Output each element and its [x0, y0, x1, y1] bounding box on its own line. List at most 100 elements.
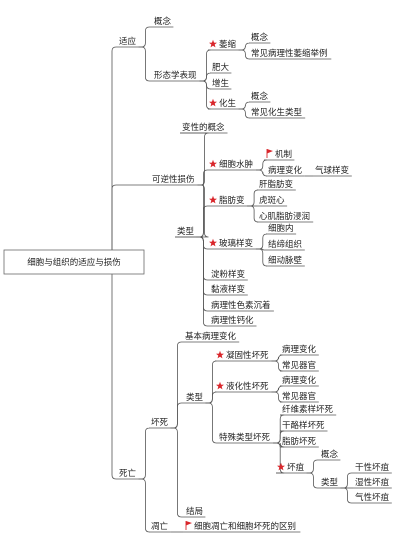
node-jieju: 结局 — [186, 506, 203, 517]
node-zhifang-huaisi: 脂肪坏死 — [282, 436, 317, 447]
node-huaju: 坏疽 — [287, 462, 305, 473]
connector-xingtai — [138, 46, 152, 82]
connector-yehua-qg — [271, 391, 283, 403]
node-hu-ban-xin: 虎斑心 — [259, 195, 285, 206]
node-leixing2: 类型 — [186, 392, 204, 403]
node-huaju-gainian: 概念 — [321, 449, 339, 460]
connector-diaowang — [138, 478, 150, 533]
node-jizhi: 机制 — [275, 149, 292, 160]
connector-huaisi — [138, 427, 150, 480]
node-leixing1: 类型 — [177, 226, 195, 237]
root-node-label: 细胞与组织的适应与损伤 — [27, 257, 121, 268]
flag-icon — [185, 521, 192, 530]
connector-root-siwang — [107, 261, 144, 480]
node-ninggu: 凝固性坏死 — [226, 350, 269, 361]
star-icon — [209, 98, 217, 107]
node-feida: 肥大 — [212, 62, 230, 73]
connector-huaju-gainian — [306, 459, 319, 474]
node-shiying: 适应 — [119, 36, 137, 47]
node-qiqiu: 气球样变 — [315, 165, 350, 176]
connector-gainian1 — [138, 26, 152, 48]
node-jiben: 基本病理变化 — [185, 331, 237, 342]
star-icon — [216, 381, 224, 390]
connector-weisuo-gainian — [238, 42, 250, 51]
node-xinji-zhifang: 心肌脂肪浸润 — [259, 211, 310, 222]
connector-boli — [196, 236, 208, 250]
star-icon — [209, 159, 217, 168]
connector-feida — [199, 72, 211, 82]
connector-weisuo — [199, 49, 211, 82]
connector-jizhi — [255, 159, 267, 171]
connector-root-shiying — [107, 46, 144, 263]
connector-leixing2 — [170, 402, 184, 429]
root-node-box — [3, 249, 145, 275]
connector-gan-zhifang — [247, 189, 259, 207]
connector-huasheng-leixing — [238, 108, 250, 119]
connector-leixing1 — [175, 184, 209, 238]
node-huaju-leixing: 类型 — [321, 477, 339, 488]
node-huasheng: 化生 — [219, 98, 237, 109]
connector-xinji-zhifang — [247, 205, 259, 223]
node-gainian1: 概念 — [154, 16, 172, 27]
node-zhifang-bian: 脂肪变 — [219, 195, 245, 206]
node-teshu: 特殊类型坏死 — [219, 432, 271, 443]
node-xianwei: 纤维素样坏死 — [282, 404, 334, 415]
connector-bingli-bianhua1 — [255, 169, 267, 177]
connector-huaju-leixing — [306, 472, 319, 489]
node-ganlao: 干酪样坏死 — [282, 420, 325, 431]
star-icon — [216, 350, 224, 359]
node-yehua: 液化性坏死 — [226, 381, 269, 392]
node-huasheng-gainian: 概念 — [251, 91, 269, 102]
node-diaowang-qubie: 细胞凋亡和细胞坏死的区别 — [194, 521, 296, 532]
node-xibao-shuizhong: 细胞水肿 — [219, 159, 253, 170]
connector-bianxing-gainian — [180, 132, 209, 186]
connector-sesu — [196, 236, 209, 312]
connector-gaihua — [196, 236, 209, 327]
connector-huaju — [273, 442, 285, 474]
connector-xiao-dongmai — [255, 248, 267, 267]
node-siwang: 死亡 — [119, 468, 137, 479]
connector-jieju — [170, 427, 184, 518]
connector-jiben — [170, 341, 183, 429]
connector-jiedi — [255, 248, 266, 251]
node-gan-zhifang: 肝脂肪变 — [259, 179, 294, 190]
connector-nianye — [196, 236, 209, 296]
node-huasheng-leixing: 常见化生类型 — [251, 107, 303, 118]
node-yehua-qg: 常见器官 — [282, 391, 316, 402]
connector-teshu — [205, 402, 217, 444]
node-diaowang: 凋亡 — [151, 521, 169, 532]
connector-huasheng-gainian — [238, 101, 250, 110]
node-jiedi: 结缔组织 — [268, 239, 302, 250]
flag-icon — [266, 149, 273, 158]
connector-qixing — [340, 487, 353, 504]
node-bingli-bianhua1: 病理变化 — [268, 165, 303, 176]
connector-weisuo-jusheng — [238, 49, 250, 60]
connector-xibao-nei — [255, 233, 267, 250]
node-gaihua: 病理性钙化 — [211, 315, 254, 326]
node-kenixing: 可逆性损伤 — [152, 174, 195, 185]
node-boli: 玻璃样变 — [219, 238, 254, 249]
star-icon — [209, 39, 217, 48]
connector-zengsheng — [199, 80, 211, 90]
connector-xibao-shuizhong — [196, 169, 208, 238]
star-icon — [209, 195, 217, 204]
connector-huasheng — [199, 80, 211, 110]
node-markers — [185, 39, 285, 530]
node-dianfen: 淀粉样变 — [211, 269, 246, 280]
node-sesu: 病理性色素沉着 — [211, 300, 271, 311]
connector-yehua-bb — [271, 385, 283, 393]
connector-yehua — [205, 391, 217, 404]
connector-ganxing — [340, 472, 353, 489]
connector-lines — [107, 26, 392, 533]
connector-ninggu — [205, 360, 217, 404]
node-bianxing-gainian: 变性的概念 — [182, 122, 225, 133]
node-shixing: 湿性坏疽 — [355, 477, 390, 488]
node-huaisi: 坏死 — [151, 417, 169, 428]
connector-dianfen — [196, 236, 209, 281]
node-labels: 细胞与组织的适应与损伤 适应概念形态学表现萎缩概念常见病理性萎缩举例肥大增生化生… — [3, 16, 390, 532]
connector-ninggu-qg — [271, 360, 283, 372]
node-qixing: 气性坏疽 — [355, 492, 390, 503]
node-xiao-dongmai: 细动脉壁 — [268, 255, 303, 266]
node-zengsheng: 增生 — [212, 78, 230, 89]
